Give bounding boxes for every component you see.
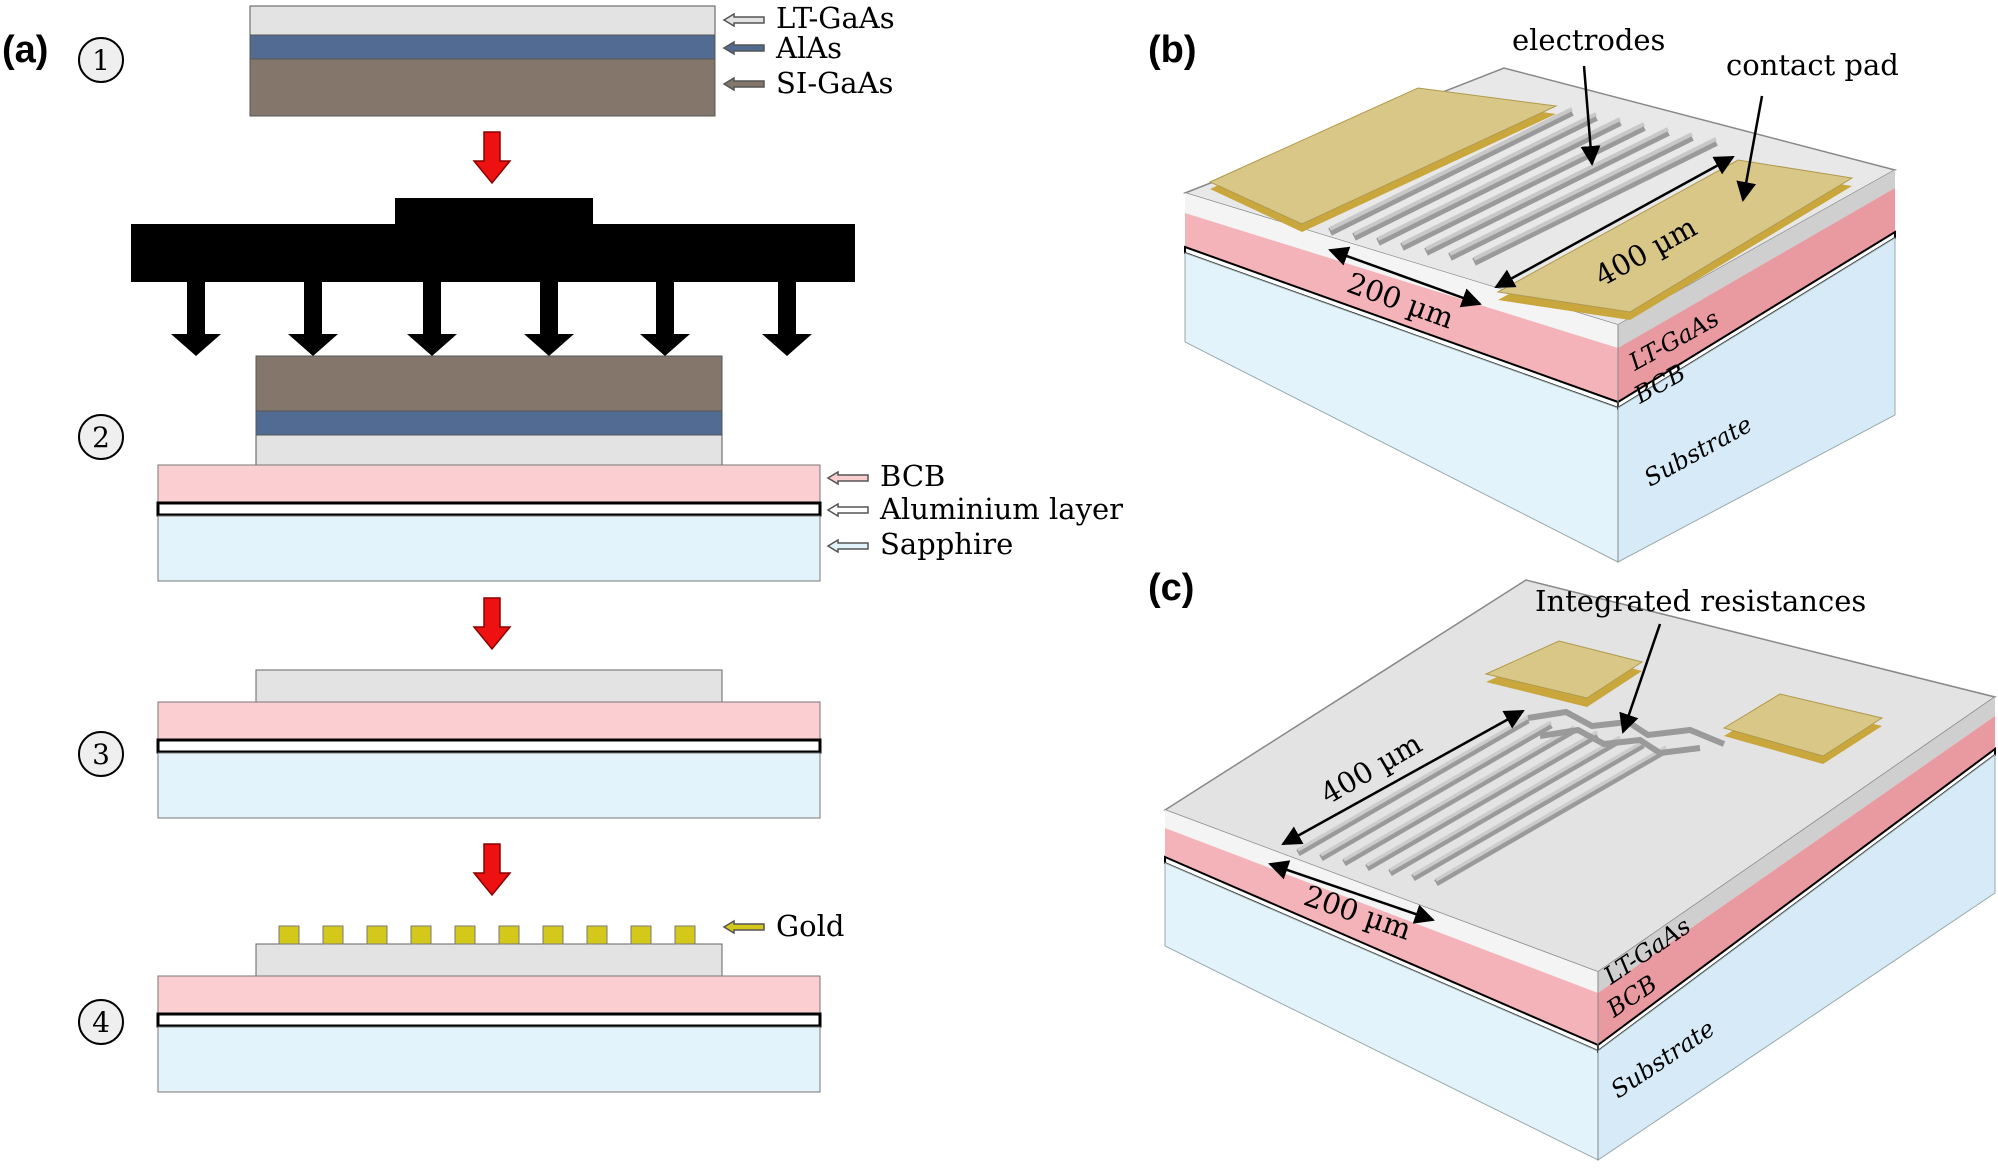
step-3-number: 3: [92, 738, 110, 771]
gold-electrode: [586, 925, 608, 945]
label-integrated-resistances: Integrated resistances: [1535, 584, 1866, 618]
resistances-pointer: [1619, 623, 1662, 734]
pressure-arrow: [762, 282, 812, 356]
step2-legend: BCB Aluminium layer Sapphire: [826, 459, 1123, 561]
pressure-arrows: [171, 282, 812, 356]
gold-legend-arrow: [722, 919, 765, 935]
legend-aluminium: Aluminium layer: [879, 492, 1123, 526]
pressure-arrow: [171, 282, 221, 356]
electrodes-pointer: [1580, 65, 1601, 166]
gap-dimension-line: [1328, 246, 1482, 308]
gold-electrode: [542, 925, 564, 945]
step-2-number: 2: [92, 421, 110, 454]
bonding-press: [131, 198, 855, 282]
gold-electrode: [498, 925, 520, 945]
legend-gold: Gold: [776, 909, 844, 943]
label-electrodes: electrodes: [1512, 23, 1665, 57]
process-arrow-1: [472, 131, 512, 185]
legend-sapphire: Sapphire: [880, 527, 1013, 561]
step2-host-substrate: [156, 464, 822, 582]
gap-dimension-line: [1268, 860, 1435, 924]
bcb-legend-arrow: [826, 470, 869, 486]
length-dimension-line: [1281, 709, 1525, 846]
panel-b-device: [1182, 67, 1897, 563]
step3-stack: [156, 669, 822, 819]
step2-flipped-wafer: [255, 355, 723, 466]
step-1-badge: 1: [78, 37, 124, 83]
contact-pad-pointer: [1736, 95, 1764, 202]
length-dimension-line: [1494, 155, 1735, 289]
si-gaas-legend-arrow: [722, 76, 765, 92]
gold-electrode: [410, 925, 432, 945]
pressure-arrow: [288, 282, 338, 356]
process-arrow-3: [472, 843, 512, 897]
gold-electrode: [674, 925, 696, 945]
legend-bcb: BCB: [880, 459, 945, 493]
step1-stack: [249, 5, 716, 117]
aluminium-legend-arrow: [826, 502, 869, 518]
step-1-number: 1: [92, 44, 110, 77]
pressure-arrow: [640, 282, 690, 356]
step-4-badge: 4: [78, 999, 124, 1045]
legend-si-gaas: SI-GaAs: [776, 66, 893, 100]
step-2-badge: 2: [78, 414, 124, 460]
alas-legend-arrow: [722, 40, 765, 56]
panel-c-label: (c): [1148, 567, 1194, 609]
process-arrow-2: [472, 597, 512, 651]
step1-legend: LT-GaAs AlAs SI-GaAs: [722, 1, 895, 100]
gold-electrode: [454, 925, 476, 945]
gold-electrode: [278, 925, 300, 945]
pressure-arrow: [524, 282, 574, 356]
step-4-number: 4: [92, 1006, 110, 1039]
step4-legend: Gold: [722, 909, 844, 943]
panel-a-label: (a): [2, 29, 48, 71]
legend-alas: AlAs: [775, 31, 842, 65]
step-3-badge: 3: [78, 731, 124, 777]
panel-b-label: (b): [1148, 29, 1197, 71]
legend-lt-gaas: LT-GaAs: [776, 1, 895, 35]
gold-electrode: [630, 925, 652, 945]
step4-stack: [156, 943, 822, 1093]
label-contact-pad: contact pad: [1726, 48, 1899, 82]
gold-electrodes: [278, 925, 696, 945]
lt-gaas-legend-arrow: [722, 12, 765, 28]
sapphire-legend-arrow: [826, 538, 869, 554]
gold-electrode: [322, 925, 344, 945]
gold-electrode: [366, 925, 388, 945]
pressure-arrow: [407, 282, 457, 356]
